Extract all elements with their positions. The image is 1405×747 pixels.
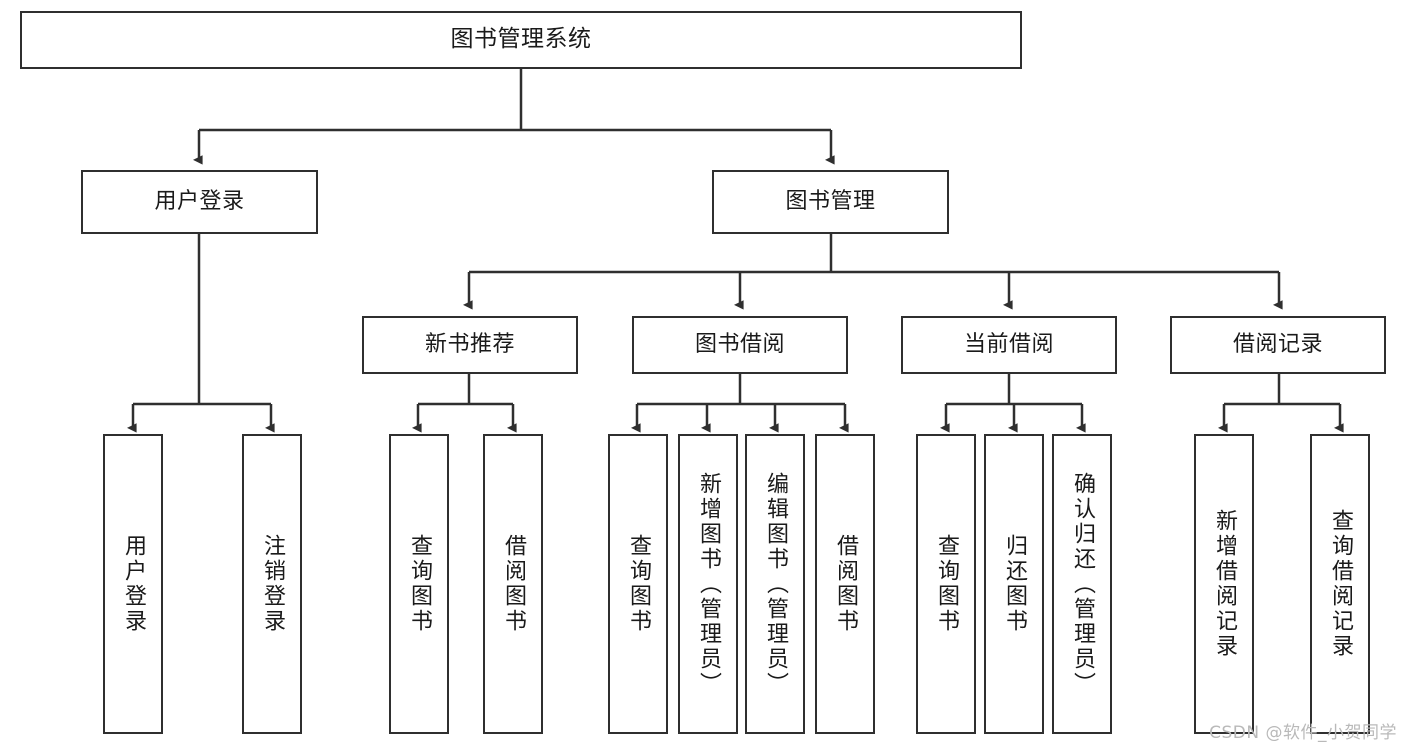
node-new-book-recommend[interactable]: 新书推荐 xyxy=(362,316,578,374)
node-label: 查询图书 xyxy=(626,534,651,634)
node-book-management[interactable]: 图书管理 xyxy=(712,170,949,234)
node-current-borrow[interactable]: 当前借阅 xyxy=(901,316,1117,374)
node-label: 注销登录 xyxy=(260,534,285,634)
node-label: 当前借阅 xyxy=(963,332,1054,358)
node-root[interactable]: 图书管理系统 xyxy=(20,11,1022,69)
node-leaf-edit-book[interactable]: 编辑图书（管理员） xyxy=(745,434,805,734)
node-label: 新书推荐 xyxy=(424,332,515,358)
node-leaf-query-book-3[interactable]: 查询图书 xyxy=(916,434,976,734)
node-label: 图书管理系统 xyxy=(450,26,592,53)
node-label: 查询图书 xyxy=(407,534,432,634)
node-label: 编辑图书（管理员） xyxy=(763,471,788,697)
node-leaf-query-book-1[interactable]: 查询图书 xyxy=(389,434,449,734)
node-label: 借阅图书 xyxy=(501,534,526,634)
node-label: 新增图书（管理员） xyxy=(696,471,721,697)
node-leaf-add-record[interactable]: 新增借阅记录 xyxy=(1194,434,1254,734)
node-leaf-logout[interactable]: 注销登录 xyxy=(242,434,302,734)
node-leaf-query-record[interactable]: 查询借阅记录 xyxy=(1310,434,1370,734)
node-label: 新增借阅记录 xyxy=(1212,509,1237,659)
node-leaf-return-book[interactable]: 归还图书 xyxy=(984,434,1044,734)
node-user-login[interactable]: 用户登录 xyxy=(81,170,318,234)
watermark: CSDN @软件_小贺同学 xyxy=(1209,723,1397,743)
node-label: 用户登录 xyxy=(154,189,245,215)
node-label: 借阅图书 xyxy=(833,534,858,634)
node-book-borrow[interactable]: 图书借阅 xyxy=(632,316,848,374)
node-label: 图书管理 xyxy=(785,189,876,215)
node-label: 用户登录 xyxy=(121,534,146,634)
node-leaf-user-login[interactable]: 用户登录 xyxy=(103,434,163,734)
node-leaf-borrow-book-2[interactable]: 借阅图书 xyxy=(815,434,875,734)
node-label: 借阅记录 xyxy=(1232,332,1323,358)
node-leaf-borrow-book-1[interactable]: 借阅图书 xyxy=(483,434,543,734)
node-borrow-record[interactable]: 借阅记录 xyxy=(1170,316,1386,374)
node-label: 图书借阅 xyxy=(694,332,785,358)
node-label: 查询借阅记录 xyxy=(1328,509,1353,659)
node-label: 确认归还（管理员） xyxy=(1070,471,1095,697)
node-label: 归还图书 xyxy=(1002,534,1027,634)
node-leaf-query-book-2[interactable]: 查询图书 xyxy=(608,434,668,734)
node-label: 查询图书 xyxy=(934,534,959,634)
node-leaf-confirm-return[interactable]: 确认归还（管理员） xyxy=(1052,434,1112,734)
node-leaf-add-book[interactable]: 新增图书（管理员） xyxy=(678,434,738,734)
